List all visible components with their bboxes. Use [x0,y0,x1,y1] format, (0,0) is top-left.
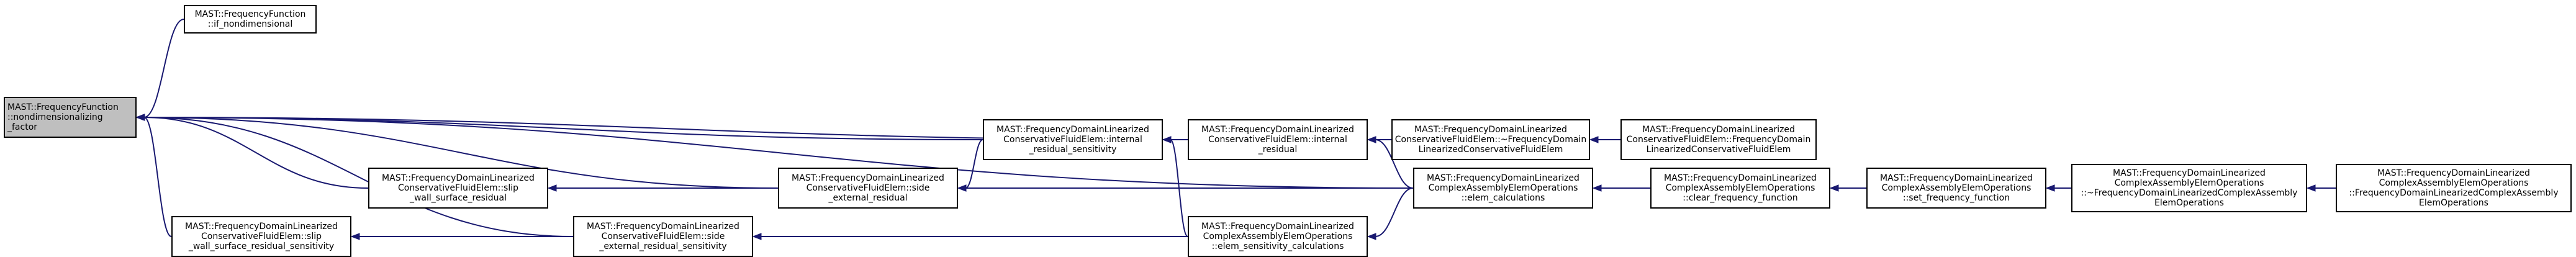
node-label-line: ::nondimensionalizing [7,112,103,122]
node-frequency-function-if-nondimensional[interactable]: MAST::FrequencyFunction ::if_nondimensio… [184,5,317,34]
edge-arrowhead [547,184,557,192]
edge-n10-to-n7 [1375,139,1414,189]
node-label-line: ::set_frequency_function [1902,193,2010,203]
edge-n6-to-n4 [965,139,983,189]
node-label-line: ElemOperations [2419,198,2488,208]
node-label-line: ConservativeFluidElem::side [806,183,930,193]
edge-n10-to-n0 [143,117,1414,189]
node-slip-wall-surface-residual-sensitivity[interactable]: MAST::FrequencyDomainLinearized Conserva… [171,216,351,257]
node-label-line: ComplexAssemblyElemOperations [1428,183,1578,193]
node-slip-wall-surface-residual[interactable]: MAST::FrequencyDomainLinearized Conserva… [368,168,548,209]
node-label-line: _external_residual_sensitivity [599,241,727,251]
node-label-line: _external_residual [828,193,908,203]
node-destructor-conservative-fluid-elem[interactable]: MAST::FrequencyDomainLinearized Conserva… [1391,119,1590,160]
node-label-line: ConservativeFluidElem::side [601,232,725,241]
edge-n1-to-n0 [143,19,184,118]
node-internal-residual[interactable]: MAST::FrequencyDomainLinearized Conserva… [1188,119,1368,160]
edge-n4-to-n0 [143,117,779,189]
node-label-line: ConservativeFluidElem::~FrequencyDomain [1394,135,1587,145]
node-label-line: ConservativeFluidElem::slip [398,183,518,193]
edge-arrowhead [350,233,360,240]
edge-arrowhead [2306,184,2316,192]
node-label-line: MAST::FrequencyDomainLinearized [997,125,1149,135]
node-label-line: MAST::FrequencyDomainLinearized [1642,125,1795,135]
node-label-line: _residual_sensitivity [1029,145,1117,155]
node-label-line: ::elem_calculations [1461,193,1545,203]
node-label-line: _residual [1258,145,1298,155]
edge-n2-to-n0 [143,117,369,189]
edge-arrowhead [1829,184,1839,192]
node-internal-residual-sensitivity[interactable]: MAST::FrequencyDomainLinearized Conserva… [983,119,1163,160]
node-destructor-complex-assembly-elem-operations[interactable]: MAST::FrequencyDomainLinearized ComplexA… [2071,164,2307,212]
node-label-line: LinearizedConservativeFluidElem [1418,145,1563,155]
node-constructor-conservative-fluid-elem[interactable]: MAST::FrequencyDomainLinearized Conserva… [1620,119,1817,160]
node-label-line: MAST::FrequencyDomainLinearized [1201,125,1354,135]
node-label-line: ::FrequencyDomainLinearizedComplexAssemb… [2349,188,2559,198]
node-label-line: ComplexAssemblyElemOperations [2379,178,2529,188]
node-label-line: ConservativeFluidElem::FrequencyDomain [1626,135,1811,145]
node-label-line: ::~FrequencyDomainLinearizedComplexAssem… [2081,188,2298,198]
node-label-line: ConservativeFluidElem::internal [1208,135,1347,145]
node-label-line: ConservativeFluidElem::internal [1003,135,1142,145]
node-label-line: MAST::FrequencyDomainLinearized [792,173,944,183]
edge-arrowhead [1367,233,1376,240]
edge-n3-to-n0 [143,117,172,237]
edge-n10-to-n8 [1375,187,1414,237]
node-label-line: ::if_nondimensional [207,19,293,29]
node-label-line: ComplexAssemblyElemOperations [2114,178,2264,188]
node-side-external-residual-sensitivity[interactable]: MAST::FrequencyDomainLinearized Conserva… [573,216,753,257]
edge-arrowhead [1589,136,1599,143]
node-label-line: ::clear_frequency_function [1683,193,1798,203]
node-set-frequency-function[interactable]: MAST::FrequencyDomainLinearized ComplexA… [1866,168,2046,209]
edge-arrowhead [1367,136,1376,143]
node-label-line: MAST::FrequencyDomainLinearized [1880,173,2033,183]
edge-arrowhead [957,184,967,192]
node-label-line: MAST::FrequencyDomainLinearized [1664,173,1817,183]
node-label-line: _wall_surface_residual [409,193,507,203]
node-label-line: MAST::FrequencyDomainLinearized [185,222,338,232]
node-label-line: _factor [7,122,38,132]
edge-arrowhead [1592,184,1602,192]
edge-arrowhead [135,114,145,121]
node-frequency-function-nondimensionalizing-factor[interactable]: MAST::FrequencyFunction ::nondimensional… [4,97,137,138]
edge-arrowhead [2045,184,2055,192]
node-elem-calculations[interactable]: MAST::FrequencyDomainLinearized ComplexA… [1413,168,1593,209]
node-label-line: ComplexAssemblyElemOperations [1203,232,1353,241]
node-label-line: ElemOperations [2154,198,2224,208]
node-label-line: MAST::FrequencyDomainLinearized [2113,168,2266,178]
node-label-line: ComplexAssemblyElemOperations [1881,183,2031,193]
node-label-line: MAST::FrequencyDomainLinearized [1427,173,1579,183]
node-label-line: _wall_surface_residual_sensitivity [188,241,335,251]
node-label-line: ComplexAssemblyElemOperations [1665,183,1815,193]
node-constructor-complex-assembly-elem-operations[interactable]: MAST::FrequencyDomainLinearized ComplexA… [2336,164,2572,212]
edge-n5-to-n0 [143,117,574,237]
node-label-line: MAST::FrequencyDomainLinearized [1201,222,1354,232]
node-label-line: ConservativeFluidElem::slip [201,232,322,241]
node-label-line: MAST::FrequencyDomainLinearized [2377,168,2530,178]
edge-n6-to-n0 [143,117,983,140]
node-elem-sensitivity-calculations[interactable]: MAST::FrequencyDomainLinearized ComplexA… [1188,216,1368,257]
node-label-line: MAST::FrequencyFunction [194,9,306,19]
node-label-line: ::elem_sensitivity_calculations [1211,241,1344,251]
node-label-line: LinearizedConservativeFluidElem [1646,145,1791,155]
node-label-line: MAST::FrequencyDomainLinearized [587,222,739,232]
node-side-external-residual[interactable]: MAST::FrequencyDomainLinearized Conserva… [778,168,958,209]
node-clear-frequency-function[interactable]: MAST::FrequencyDomainLinearized ComplexA… [1650,168,1830,209]
edge-n8-to-n6 [1170,139,1188,237]
node-label-line: MAST::FrequencyFunction [7,102,119,112]
node-label-line: MAST::FrequencyDomainLinearized [1414,125,1567,135]
edge-arrowhead [1162,136,1172,143]
edge-arrowhead [752,233,762,240]
node-label-line: MAST::FrequencyDomainLinearized [382,173,535,183]
